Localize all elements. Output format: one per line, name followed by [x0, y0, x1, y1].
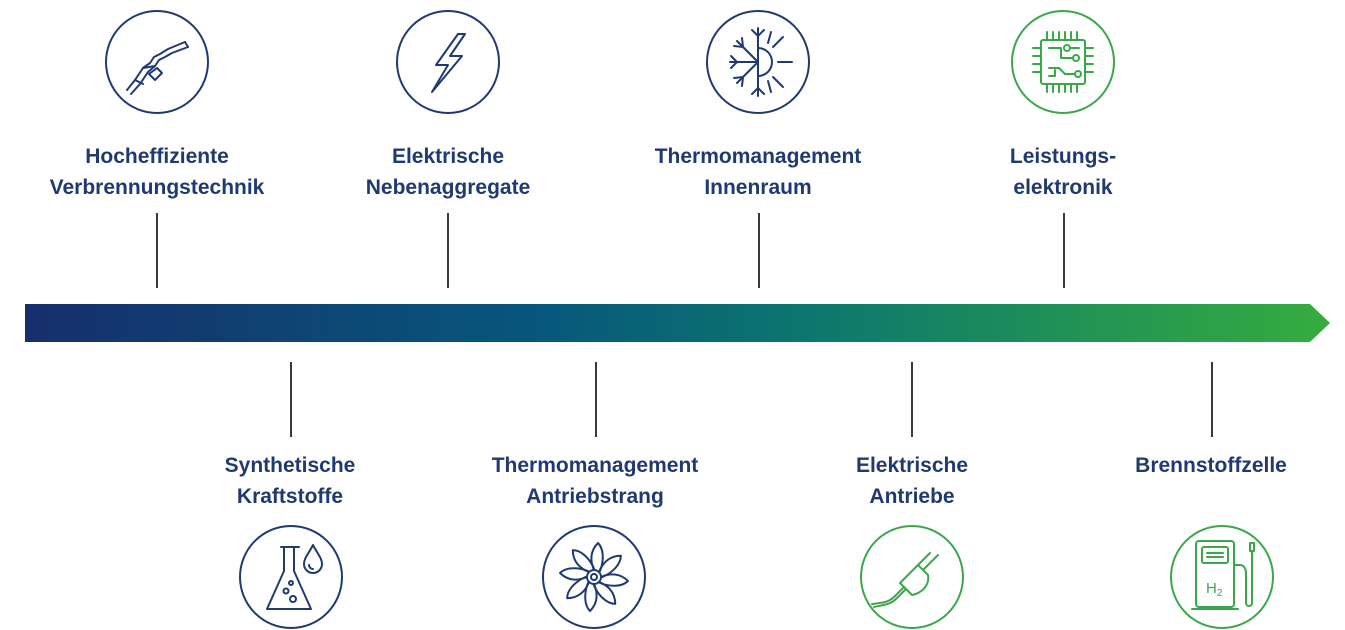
timeline-tick [290, 362, 292, 437]
timeline-tick [595, 362, 597, 437]
label-elektrische-antriebe: Elektrische Antriebe [855, 454, 969, 508]
h2-fuel-pump-icon: H2 [1170, 525, 1274, 629]
label-leistungselektronik: Leistungs- elektronik [1009, 145, 1117, 199]
timeline-tick [911, 362, 913, 437]
timeline-tick [758, 213, 760, 288]
power-plug-icon [860, 525, 964, 629]
fan-icon [542, 525, 646, 629]
label-thermomanagement-antriebstrang: Thermomanagement Antriebstrang [491, 454, 699, 508]
label-thermomanagement-innenraum: Thermomanagement Innenraum [654, 145, 862, 199]
label-hocheffiziente-verbrennungstechnik: Hocheffiziente Verbrennungstechnik [49, 145, 265, 199]
timeline-arrow [25, 304, 1330, 342]
label-brennstoffzelle: Brennstoffzelle [1135, 454, 1287, 477]
flask-drop-icon [239, 525, 343, 629]
lightning-bolt-icon [396, 10, 500, 114]
svg-text:H2: H2 [1206, 580, 1223, 599]
timeline-tick [1211, 362, 1213, 437]
label-elektrische-nebenaggregate: Elektrische Nebenaggregate [365, 145, 531, 199]
timeline-tick [1063, 213, 1065, 288]
snowflake-sun-icon [706, 10, 810, 114]
fuel-nozzle-icon [105, 10, 209, 114]
circuit-chip-icon [1011, 10, 1115, 114]
label-synthetische-kraftstoffe: Synthetische Kraftstoffe [224, 454, 356, 508]
timeline-tick [447, 213, 449, 288]
timeline-tick [156, 213, 158, 288]
